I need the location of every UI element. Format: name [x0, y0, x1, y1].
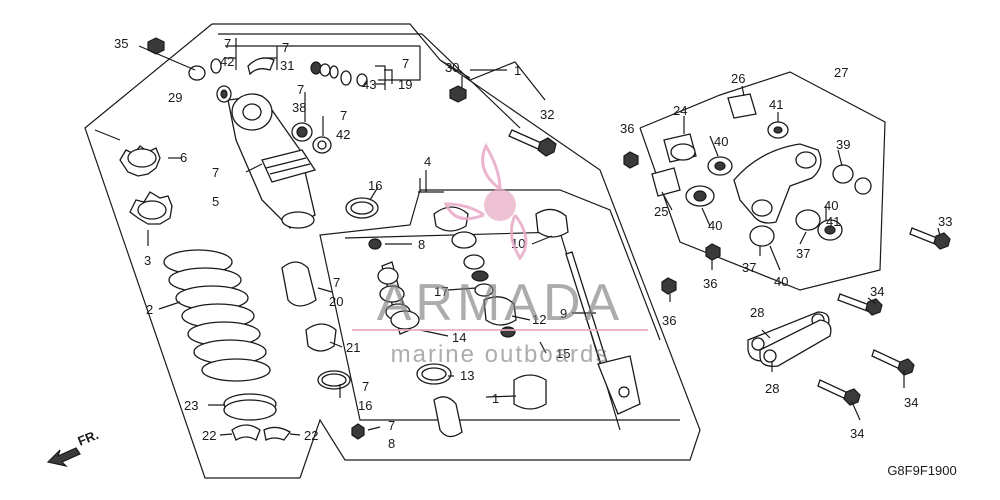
callout-7: 7	[282, 40, 289, 55]
callout-31: 31	[280, 58, 294, 73]
callout-27: 27	[834, 65, 848, 80]
callout-29: 29	[168, 90, 182, 105]
callout-5: 5	[212, 194, 219, 209]
callout-7: 7	[297, 82, 304, 97]
callout-34: 34	[904, 395, 918, 410]
callout-19: 19	[398, 77, 412, 92]
callout-8: 8	[418, 237, 425, 252]
callout-2: 2	[146, 302, 153, 317]
callout-32: 32	[540, 107, 554, 122]
callout-38: 38	[292, 100, 306, 115]
callout-7: 7	[224, 36, 231, 51]
callout-42: 42	[220, 54, 234, 69]
leader-lines	[138, 38, 941, 436]
spring-and-nuts	[119, 145, 291, 441]
callout-labels: 35 29 7 42 7 31 7 43 19 30 1 32 7 38 7 4…	[114, 36, 952, 451]
callout-42: 42	[336, 127, 350, 142]
coil-spring	[163, 249, 271, 382]
callout-7: 7	[212, 165, 219, 180]
callout-3: 3	[144, 253, 151, 268]
callout-36: 36	[620, 121, 634, 136]
callout-12: 12	[532, 312, 546, 327]
callout-41: 41	[769, 97, 783, 112]
callout-13: 13	[460, 368, 474, 383]
callout-30: 30	[445, 60, 459, 75]
callout-7: 7	[333, 275, 340, 290]
linkage-parts	[623, 93, 872, 367]
callout-1: 1	[492, 391, 499, 406]
callout-15: 15	[556, 346, 570, 361]
callout-37: 37	[742, 260, 756, 275]
callout-40: 40	[824, 198, 838, 213]
callout-16: 16	[358, 398, 372, 413]
seal-set-43	[310, 61, 368, 87]
callout-17: 17	[434, 284, 448, 299]
callout-20: 20	[329, 294, 343, 309]
callout-34: 34	[850, 426, 864, 441]
shock-absorber	[227, 93, 317, 229]
callout-40: 40	[774, 274, 788, 289]
front-arrow: FR.	[46, 427, 101, 468]
callout-40: 40	[708, 218, 722, 233]
callout-9: 9	[560, 306, 567, 321]
callout-36: 36	[662, 313, 676, 328]
callout-22: 22	[202, 428, 216, 443]
callout-7: 7	[402, 56, 409, 71]
callout-22: 22	[304, 428, 318, 443]
callout-35: 35	[114, 36, 128, 51]
callout-25: 25	[654, 204, 668, 219]
callout-8: 8	[388, 436, 395, 451]
callout-41: 41	[826, 214, 840, 229]
callout-26: 26	[731, 71, 745, 86]
diagram-code: G8F9F1900	[887, 463, 956, 478]
front-label: FR.	[76, 427, 101, 449]
callout-1: 1	[514, 63, 521, 78]
watermark-brand: ARMADA	[377, 274, 623, 332]
callout-40: 40	[714, 134, 728, 149]
callout-14: 14	[452, 330, 466, 345]
callout-28: 28	[765, 381, 779, 396]
bolts	[449, 85, 951, 406]
callout-33: 33	[938, 214, 952, 229]
callout-43: 43	[362, 77, 376, 92]
callout-21: 21	[346, 340, 360, 355]
callout-brackets	[384, 69, 421, 192]
callout-7: 7	[340, 108, 347, 123]
callout-6: 6	[180, 150, 187, 165]
callout-4: 4	[424, 154, 431, 169]
armada-logo-icon	[443, 142, 528, 261]
callout-24: 24	[673, 103, 687, 118]
callout-23: 23	[184, 398, 198, 413]
callout-28: 28	[750, 305, 764, 320]
callout-16: 16	[368, 178, 382, 193]
callout-39: 39	[836, 137, 850, 152]
callout-7: 7	[362, 379, 369, 394]
watermark: ARMADA marine outboards	[352, 142, 648, 368]
callout-36: 36	[703, 276, 717, 291]
watermark-tagline: marine outboards	[391, 341, 610, 368]
callout-7: 7	[388, 418, 395, 433]
callout-37: 37	[796, 246, 810, 261]
callout-34: 34	[870, 284, 884, 299]
